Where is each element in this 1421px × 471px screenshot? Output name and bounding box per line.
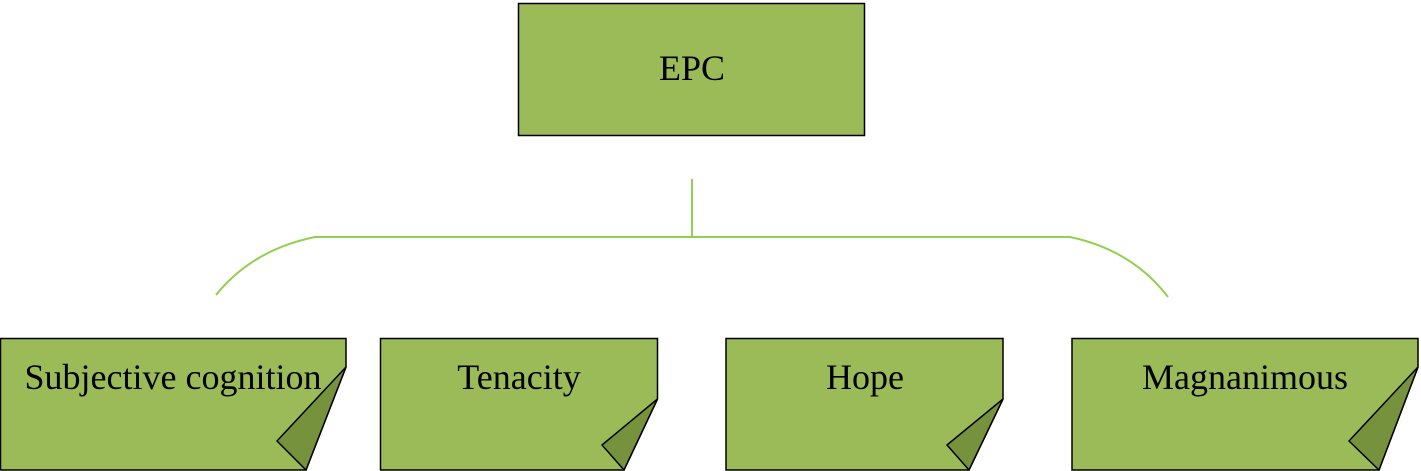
child-node-hope: Hope (725, 337, 1004, 471)
child-node-label: Tenacity (457, 357, 580, 397)
root-node-label: EPC (659, 48, 725, 88)
root-node: EPC (517, 2, 866, 137)
page-curl-fold (600, 398, 659, 471)
child-node-magnanimous: Magnanimous (1071, 337, 1419, 471)
page-curl-fold (275, 366, 347, 471)
page-curl-fold (945, 398, 1004, 471)
page-curl-fold (1347, 366, 1419, 471)
root-node-box (517, 2, 866, 137)
child-node-label: Subjective cognition (25, 357, 322, 397)
branch-connector (215, 236, 1169, 298)
child-node-label: Magnanimous (1142, 357, 1348, 397)
connector-group (215, 179, 1169, 298)
child-node-subjective-cognition: Subjective cognition (0, 337, 347, 471)
child-node-label: Hope (826, 357, 904, 397)
child-node-tenacity: Tenacity (379, 337, 659, 471)
